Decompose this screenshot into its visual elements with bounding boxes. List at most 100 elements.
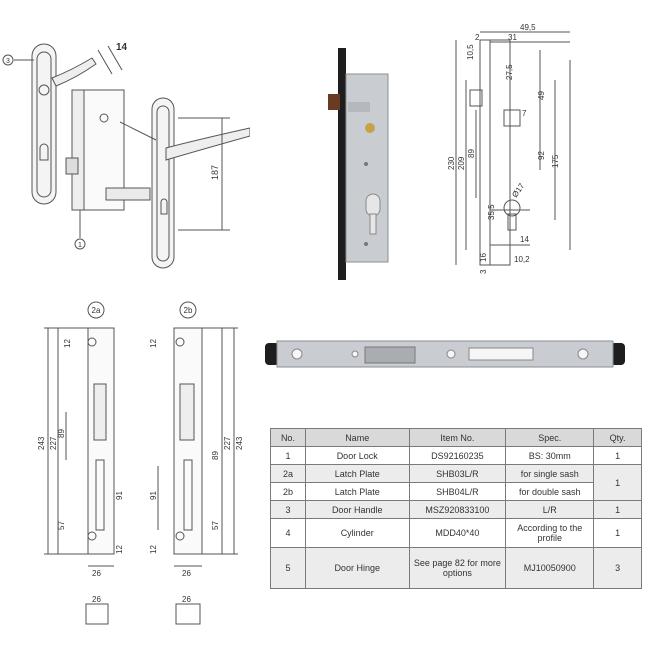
table-row: 5 Door Hinge See page 82 for more option…	[270, 547, 642, 589]
plate-2b-dim-1: 243	[235, 436, 244, 450]
dim-lower-1: Ø17	[510, 181, 526, 199]
dim-top-1: 49,5	[520, 23, 536, 32]
plate-2b-dim-5: 57	[211, 521, 220, 530]
dim-lower-6: 3	[479, 269, 488, 274]
cell-qty: 1	[593, 464, 642, 501]
parts-table: No. Name Item No. Spec. Qty. 1 Door Lock…	[270, 428, 642, 589]
dim-left-3: 89	[467, 149, 476, 158]
cell-spec: for double sash	[505, 482, 595, 501]
table-row: 2a Latch Plate SHB03L/R for single sash …	[270, 464, 642, 501]
cell-item: DS92160235	[408, 446, 507, 465]
plate-2a-dim-5: 57	[57, 521, 66, 530]
plate-2b-dim-7: 12	[149, 545, 158, 554]
header-spec: Spec.	[505, 428, 595, 447]
header-item-no: Item No.	[408, 428, 507, 447]
cell-no: 3	[270, 500, 306, 519]
plate-2a-base-width: 26	[92, 595, 101, 604]
plate-2b-dim-3: 89	[211, 451, 220, 460]
plate-2a-dim-4: 91	[115, 491, 124, 500]
dim-left-1: 230	[447, 156, 456, 170]
header-name: Name	[304, 428, 410, 447]
latch-plate-photo	[265, 340, 625, 368]
assembly-drawing: 3 1 14 187	[2, 42, 250, 269]
cell-name: Latch Plate	[304, 482, 410, 501]
back-escutcheon	[151, 97, 175, 269]
cell-spec: for single sash	[505, 464, 595, 483]
plate-2a-dim-7: 12	[115, 545, 124, 554]
dim-lower-4: 10,2	[514, 255, 530, 264]
plate-2b-callout	[179, 301, 197, 319]
cell-item: See page 82 for more options	[408, 547, 507, 589]
callout-1	[74, 238, 86, 250]
cell-item: MSZ920833100	[408, 500, 507, 519]
cell-item: SHB04L/R	[408, 482, 507, 501]
plate-2b-dim-8: 26	[182, 569, 191, 578]
dim-lower-2: 35,5	[487, 204, 496, 220]
plate-2a-dim-1: 243	[37, 436, 46, 450]
plate-2b-base-width: 26	[182, 595, 191, 604]
front-escutcheon	[31, 43, 57, 205]
header-qty: Qty.	[593, 428, 642, 447]
cell-name: Door Hinge	[304, 547, 410, 589]
cell-spec: BS: 30mm	[505, 446, 595, 465]
callout-3	[2, 54, 14, 66]
table-row: 4 Cylinder MDD40*40 According to the pro…	[270, 518, 642, 548]
plate-2a-dim-6: 12	[63, 339, 72, 348]
cell-no: 5	[270, 547, 306, 589]
lock-photo	[328, 48, 389, 280]
plate-2b-dim-6: 12	[149, 339, 158, 348]
plate-2a-dim-2: 227	[49, 436, 58, 450]
cell-name: Door Handle	[304, 500, 410, 519]
cell-qty: 3	[593, 547, 642, 589]
cell-qty: 1	[593, 446, 642, 465]
cell-no: 4	[270, 518, 306, 548]
dim-plate-height: 187	[210, 165, 220, 180]
cell-no: 1	[270, 446, 306, 465]
dim-right-4: 92	[537, 151, 546, 160]
lock-body	[71, 89, 85, 211]
callout-3-label: 3	[6, 58, 10, 65]
plate-2a-dim-3: 89	[57, 429, 66, 438]
header-no: No.	[270, 428, 306, 447]
plate-2b-label: 2b	[184, 306, 193, 315]
dim-right-5: 175	[551, 154, 560, 168]
cell-spec: MJ10050900	[505, 547, 595, 589]
cell-item: SHB03L/R	[408, 464, 507, 483]
dim-top-4: 10,5	[466, 44, 475, 60]
plate-2b-dim-2: 227	[223, 436, 232, 450]
cell-item: MDD40*40	[408, 518, 507, 548]
plate-2b-dim-4: 91	[149, 491, 158, 500]
dim-right-1: 27,5	[505, 64, 514, 80]
dim-right-3: 49	[537, 91, 546, 100]
cell-name: Cylinder	[304, 518, 410, 548]
plate-2a-callout	[87, 301, 105, 319]
cell-qty: 1	[593, 518, 642, 548]
table-row: 3 Door Handle MSZ920833100 L/R 1	[270, 500, 642, 519]
cell-name: Door Lock	[304, 446, 410, 465]
dim-left-2: 209	[457, 156, 466, 170]
latch-plate-2a-drawing: 2a 243 227 89 91 57 12 12 26 26	[37, 301, 124, 625]
cell-spec: According to the profile	[505, 518, 595, 548]
cell-qty: 1	[593, 500, 642, 519]
callout-1-label: 1	[78, 242, 82, 249]
plate-2a-dim-8: 26	[92, 569, 101, 578]
table-header-row: No. Name Item No. Spec. Qty.	[270, 428, 642, 447]
plate-2a-label: 2a	[92, 306, 101, 315]
dim-top-2: 31	[508, 33, 517, 42]
dim-right-2: 7	[522, 109, 527, 118]
table-row: 2b Latch Plate SHB04L/R for double sash	[270, 482, 642, 501]
cell-no: 2b	[270, 482, 306, 501]
back-handle	[165, 127, 250, 161]
lock-dimension-drawing: 49,5 31 2 10,5 27,5 7 49 92 175 230 209 …	[447, 23, 571, 274]
cell-name: Latch Plate	[304, 464, 410, 483]
latch-plate-2b-drawing: 2b 243 227 89 91 57 12 12 26 26	[149, 301, 244, 625]
dim-top-3: 2	[475, 33, 480, 42]
cell-spec: L/R	[505, 500, 595, 519]
dim-lower-5: 16	[479, 253, 488, 262]
front-handle	[51, 57, 97, 87]
cylinder	[105, 187, 151, 201]
dim-thickness: 14	[116, 42, 128, 53]
table-row: 1 Door Lock DS92160235 BS: 30mm 1	[270, 446, 642, 465]
cell-no: 2a	[270, 464, 306, 483]
dim-lower-3: 14	[520, 235, 529, 244]
